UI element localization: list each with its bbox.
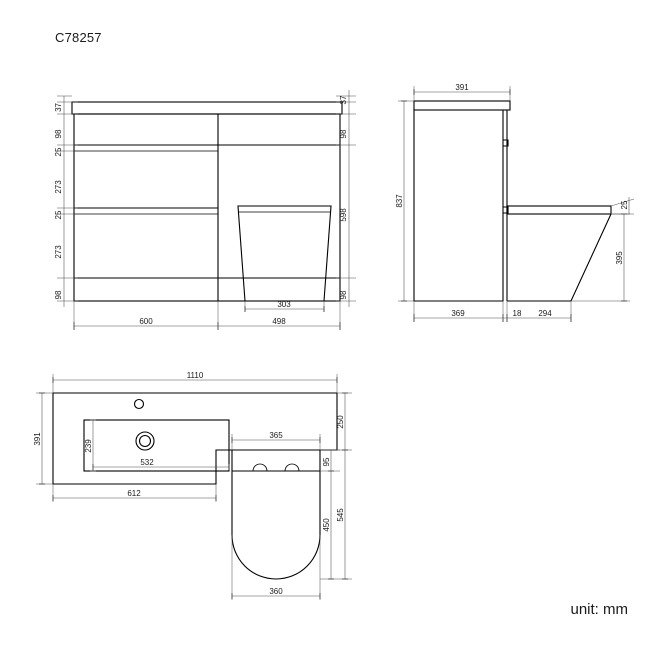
side-dim-18: 18 (513, 309, 522, 318)
plan-dim-532: 532 (140, 458, 154, 467)
side-dim-369: 369 (451, 309, 465, 318)
side-cabinet-body (413, 109, 504, 302)
plan-dim-95: 95 (322, 457, 331, 466)
front-dim-left-25b: 25 (54, 210, 63, 219)
front-dim-right-598: 598 (339, 208, 348, 222)
front-toilet-body (237, 205, 332, 302)
plan-waste-inner (138, 434, 152, 448)
plan-dim-612: 612 (127, 489, 141, 498)
page-title: C78257 (55, 30, 102, 45)
front-dim-498: 498 (272, 317, 286, 326)
plan-waste-outer (135, 431, 155, 451)
side-toilet-pan (507, 213, 612, 302)
plan-dim-250: 250 (336, 415, 345, 429)
front-dim-right-98a: 98 (339, 129, 348, 138)
side-dim-395: 395 (615, 251, 624, 265)
front-dim-right-37: 37 (339, 95, 348, 104)
plan-dim-391: 391 (33, 432, 42, 446)
front-dim-left-273a: 273 (54, 180, 63, 194)
plan-dim-239: 239 (84, 439, 93, 453)
front-dim-left-98b: 98 (54, 290, 63, 299)
front-dim-right-98b: 98 (339, 290, 348, 299)
side-dim-391: 391 (455, 83, 469, 92)
plan-hinge-right (284, 463, 300, 472)
front-dim-left-25a: 25 (54, 147, 63, 156)
plan-dim-1110: 1110 (187, 371, 204, 380)
side-elevation-view: 391 837 25 395 (395, 83, 635, 322)
front-dim-left-37: 37 (54, 102, 63, 111)
plan-basin-bowl (83, 419, 230, 472)
side-dim-25: 25 (620, 200, 629, 209)
plan-dim-360: 360 (269, 587, 283, 596)
side-ext-s1 (610, 198, 635, 207)
front-dim-303: 303 (277, 300, 291, 309)
plan-worktop-outline (52, 392, 338, 485)
front-worktop (71, 101, 343, 115)
unit-note: unit: mm (570, 601, 628, 618)
plan-dim-450: 450 (322, 518, 331, 532)
plan-dim-545: 545 (336, 508, 345, 522)
side-notch-upper (503, 139, 509, 147)
front-dim-600: 600 (139, 317, 153, 326)
front-elevation-view: 37 98 25 273 25 273 98 37 98 598 98 (54, 90, 356, 330)
plan-toilet-pan (231, 450, 321, 580)
plan-dim-365: 365 (269, 431, 283, 440)
plan-hinge-left (252, 463, 268, 472)
plan-tap-hole (133, 398, 145, 410)
plan-view: 1110 391 239 532 612 (33, 371, 352, 600)
front-dim-left-273b: 273 (54, 245, 63, 259)
side-notch-lower (503, 206, 509, 214)
side-toilet-seat (506, 205, 612, 215)
side-worktop (413, 100, 511, 111)
front-dim-left-98a: 98 (54, 129, 63, 138)
side-dim-294: 294 (538, 309, 552, 318)
side-dim-837: 837 (395, 194, 404, 208)
